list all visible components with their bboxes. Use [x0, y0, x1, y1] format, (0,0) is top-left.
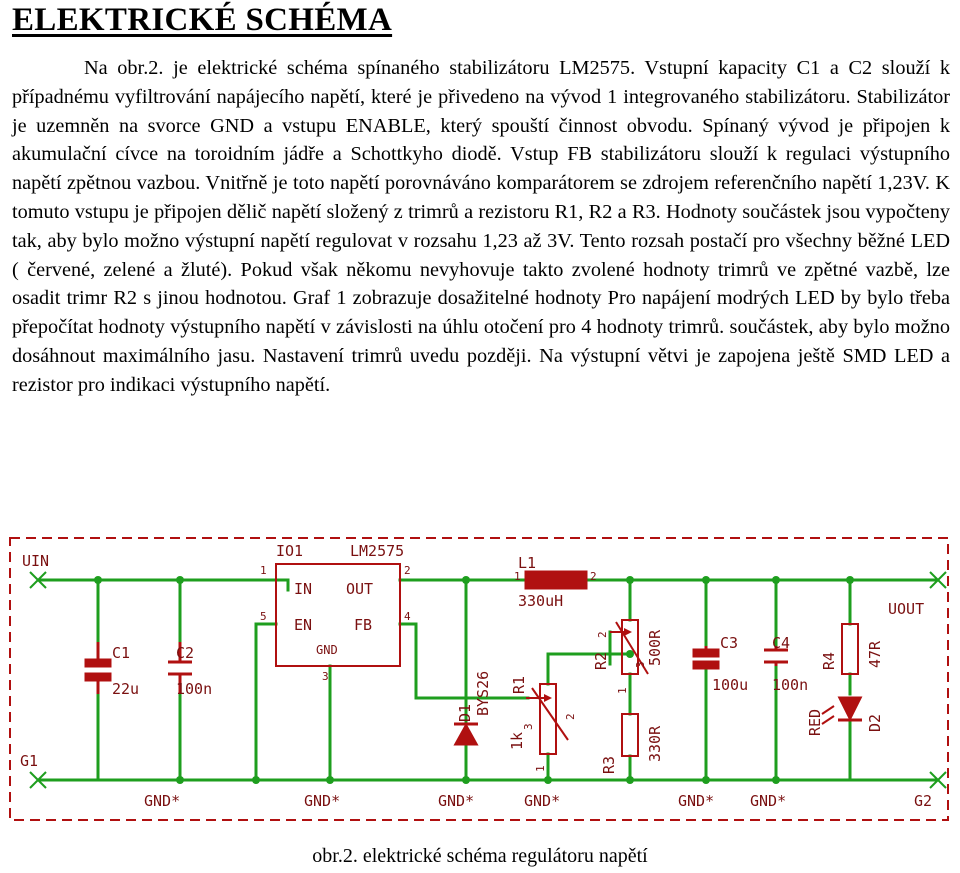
label-ic-in: IN [294, 580, 312, 598]
label-gnd-4: GND* [524, 792, 560, 810]
label-gnd-1: GND* [144, 792, 180, 810]
label-ic-out: OUT [346, 580, 373, 598]
c3-plate-bottom [692, 660, 720, 670]
components [84, 563, 863, 757]
label-l1-pin1: 1 [514, 570, 521, 583]
trimmer-r1 [539, 683, 557, 755]
junctions [94, 576, 854, 784]
label-ic-fb: FB [354, 616, 372, 634]
label-d2-name: D2 [866, 714, 884, 732]
label-r2-pin3: 3 [634, 661, 647, 668]
label-r2-value: 500R [646, 629, 664, 666]
label-c3-value: 100u [712, 676, 748, 694]
terminals [29, 571, 947, 789]
label-r3-value: 330R [646, 725, 664, 762]
figure-caption: obr.2. elektrické schéma regulátoru napě… [312, 845, 648, 867]
wires [36, 578, 940, 782]
label-g1: G1 [20, 752, 38, 770]
label-r1-pin3: 3 [522, 723, 535, 730]
label-ic-pin1: 1 [260, 564, 267, 577]
c1-plate-top [84, 658, 112, 668]
label-ic-en: EN [294, 616, 312, 634]
label-ic-gnd: GND [316, 643, 338, 657]
label-ic-pin3: 3 [322, 670, 329, 683]
label-r4-value: 47R [866, 640, 884, 668]
led-d2 [837, 696, 863, 722]
label-r3-name: R3 [600, 756, 618, 774]
body-paragraph: Na obr.2. je elektrické schéma spínaného… [12, 54, 950, 400]
label-ic-name: IO1 [276, 542, 303, 560]
label-ic-pin4: 4 [404, 610, 411, 623]
label-c1-name: C1 [112, 644, 130, 662]
label-d2-value: RED [806, 709, 824, 736]
label-gnd-5: GND* [678, 792, 714, 810]
label-c3-name: C3 [720, 634, 738, 652]
label-d1-value: BYS26 [474, 671, 492, 716]
label-ic-type: LM2575 [350, 542, 404, 560]
label-r2-name: R2 [592, 652, 610, 670]
paragraph-text: Na obr.2. je elektrické schéma spínaného… [12, 57, 950, 396]
label-uin: UIN [22, 552, 49, 570]
label-gnd-3: GND* [438, 792, 474, 810]
label-uout: UOUT [888, 600, 924, 618]
label-gnd-2: GND* [304, 792, 340, 810]
label-r4-name: R4 [820, 652, 838, 670]
label-ic-pin2: 2 [404, 564, 411, 577]
label-c2-name: C2 [176, 644, 194, 662]
c3-plate-top [692, 648, 720, 658]
label-ic-pin5: 5 [260, 610, 267, 623]
resistor-r3 [621, 713, 639, 757]
label-r1-name: R1 [510, 676, 528, 694]
inductor-l1 [524, 570, 588, 590]
label-c4-value: 100n [772, 676, 808, 694]
label-l1-value: 330uH [518, 592, 563, 610]
label-r1-pin2: 2 [564, 713, 577, 720]
schematic-labels: UIN G1 UOUT G2 IO1 LM2575 IN OUT EN FB G… [20, 542, 932, 810]
label-c1-value: 22u [112, 680, 139, 698]
label-c4-name: C4 [772, 634, 790, 652]
diode-d1 [453, 722, 479, 746]
schematic-frame [9, 537, 949, 821]
label-d1-name: D1 [456, 704, 474, 722]
circuit-schematic: UIN G1 UOUT G2 IO1 LM2575 IN OUT EN FB G… [9, 537, 949, 821]
label-r2-pin2: 2 [596, 631, 609, 638]
label-l1-name: L1 [518, 554, 536, 572]
label-c2-value: 100n [176, 680, 212, 698]
ic-body [275, 563, 401, 667]
document-title: ELEKTRICKÉ SCHÉMA [12, 2, 393, 38]
c1-plate-bottom [84, 672, 112, 682]
label-r1-pin1: 1 [534, 765, 547, 772]
label-r2-pin1: 1 [616, 687, 629, 694]
resistor-r4 [841, 623, 859, 675]
trimmer-r2 [621, 619, 639, 675]
label-g2: G2 [914, 792, 932, 810]
label-l1-pin2: 2 [590, 570, 597, 583]
label-r1-value: 1k [508, 732, 526, 750]
label-gnd-6: GND* [750, 792, 786, 810]
